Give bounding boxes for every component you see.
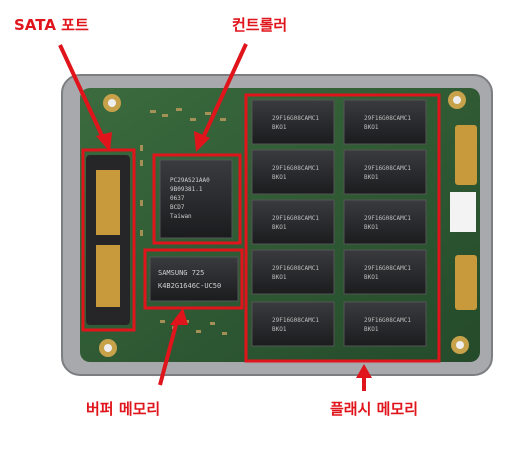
controller-chip: [159, 159, 233, 239]
flash-chip-marking: BKO1: [272, 174, 287, 181]
controller-label: 컨트롤러: [232, 16, 288, 34]
controller-arrow: [194, 43, 248, 152]
flash-chip-marking: 29F16G08CAMC1: [364, 215, 411, 222]
controller-marking-5: Taiwan: [170, 213, 192, 220]
controller-marking-1: PC29AS21AA0: [170, 177, 210, 184]
sata-port-label: SATA 포트: [14, 16, 89, 34]
sata-arrow: [58, 44, 112, 152]
flash-chip-marking: BKO1: [272, 124, 287, 131]
flash-chip-marking: BKO1: [364, 224, 379, 231]
controller-marking-3: 0637: [170, 195, 185, 202]
barcode-sticker: [450, 192, 476, 232]
flash-chip-marking: 29F16G08CAMC1: [272, 317, 319, 324]
flash-chip-marking: BKO1: [272, 274, 287, 281]
controller-marking-2: 9B09381.1: [170, 186, 203, 193]
smd-components: [140, 108, 227, 335]
right-connectors: [455, 125, 477, 310]
flash-chip-marking: BKO1: [364, 274, 379, 281]
flash-chip-marking: BKO1: [272, 326, 287, 333]
flash-chip-marking: 29F16G08CAMC1: [272, 115, 319, 122]
flash-chip-marking: 29F16G08CAMC1: [272, 265, 319, 272]
buffer-memory-label: 버퍼 메모리: [86, 400, 161, 418]
flash-chip-marking: BKO1: [272, 224, 287, 231]
sata-connector: [86, 155, 130, 325]
flash-chip-marking: 29F16G08CAMC1: [272, 215, 319, 222]
mounting-holes: [99, 91, 469, 357]
flash-memory-label: 플래시 메모리: [330, 400, 419, 418]
controller-marking-4: BCD7: [170, 204, 185, 211]
flash-chip-marking: BKO1: [364, 124, 379, 131]
flash-chip-marking: 29F16G08CAMC1: [364, 265, 411, 272]
flash-memory-chips: 29F16G08CAMC1BKO129F16G08CAMC1BKO129F16G…: [251, 99, 427, 347]
flash-chip-marking: BKO1: [364, 326, 379, 333]
flash-highlight-box: [244, 93, 441, 363]
buffer-marking-1: SAMSUNG 725: [158, 269, 204, 277]
buffer-arrow: [158, 308, 188, 386]
flash-chip-marking: BKO1: [364, 174, 379, 181]
flash-chip-marking: 29F16G08CAMC1: [272, 165, 319, 172]
buffer-marking-2: K4B2G1646C-UC50: [158, 282, 221, 290]
flash-chip-marking: 29F16G08CAMC1: [364, 165, 411, 172]
flash-chip-marking: 29F16G08CAMC1: [364, 115, 411, 122]
controller-highlight-box: [152, 153, 242, 245]
buffer-memory-chip: [149, 256, 239, 302]
flash-arrow: [356, 364, 372, 391]
flash-chip-marking: 29F16G08CAMC1: [364, 317, 411, 324]
buffer-highlight-box: [143, 248, 244, 310]
